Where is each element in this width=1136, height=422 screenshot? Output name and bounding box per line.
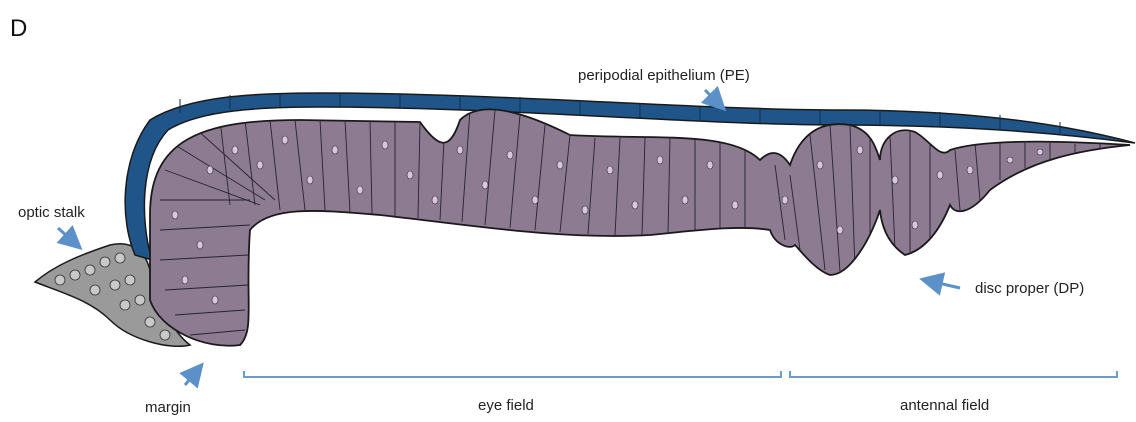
arrow-peripodial bbox=[705, 90, 722, 107]
peripodial-epithelium-label: peripodial epithelium (PE) bbox=[578, 67, 750, 84]
optic-stalk-label: optic stalk bbox=[18, 204, 85, 221]
arrow-optic-stalk bbox=[58, 228, 78, 246]
antennal-field-bracket bbox=[790, 371, 1117, 377]
margin-label: margin bbox=[145, 399, 191, 416]
disc-proper-label: disc proper (DP) bbox=[975, 280, 1084, 297]
field-brackets bbox=[244, 371, 1117, 377]
disc-proper-shape bbox=[150, 109, 1130, 345]
panel-letter: D bbox=[10, 15, 27, 42]
arrow-disc-proper bbox=[925, 280, 960, 288]
antennal-field-label: antennal field bbox=[900, 397, 989, 414]
eye-field-bracket bbox=[244, 371, 781, 377]
eye-field-label: eye field bbox=[478, 397, 534, 414]
arrow-margin bbox=[185, 367, 200, 385]
